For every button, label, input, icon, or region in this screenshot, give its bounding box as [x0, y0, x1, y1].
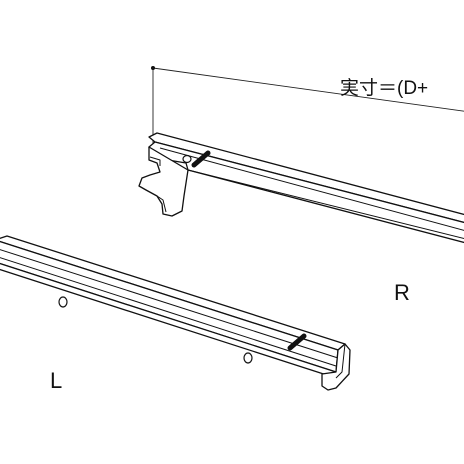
- left-bracket: [0, 235, 351, 391]
- slot-icon: [287, 333, 307, 351]
- dimension-endpoint: [151, 66, 155, 70]
- hole-icon: [243, 352, 253, 364]
- hole-icon: [58, 296, 68, 308]
- right-bracket-label: R: [394, 280, 410, 305]
- left-bracket-label: L: [50, 368, 62, 393]
- dimension-line: [152, 67, 464, 145]
- hole-icon: [182, 154, 192, 164]
- slot-icon: [191, 150, 211, 168]
- dimension-label: 実寸＝(D+: [340, 77, 428, 99]
- right-bracket: [138, 132, 464, 244]
